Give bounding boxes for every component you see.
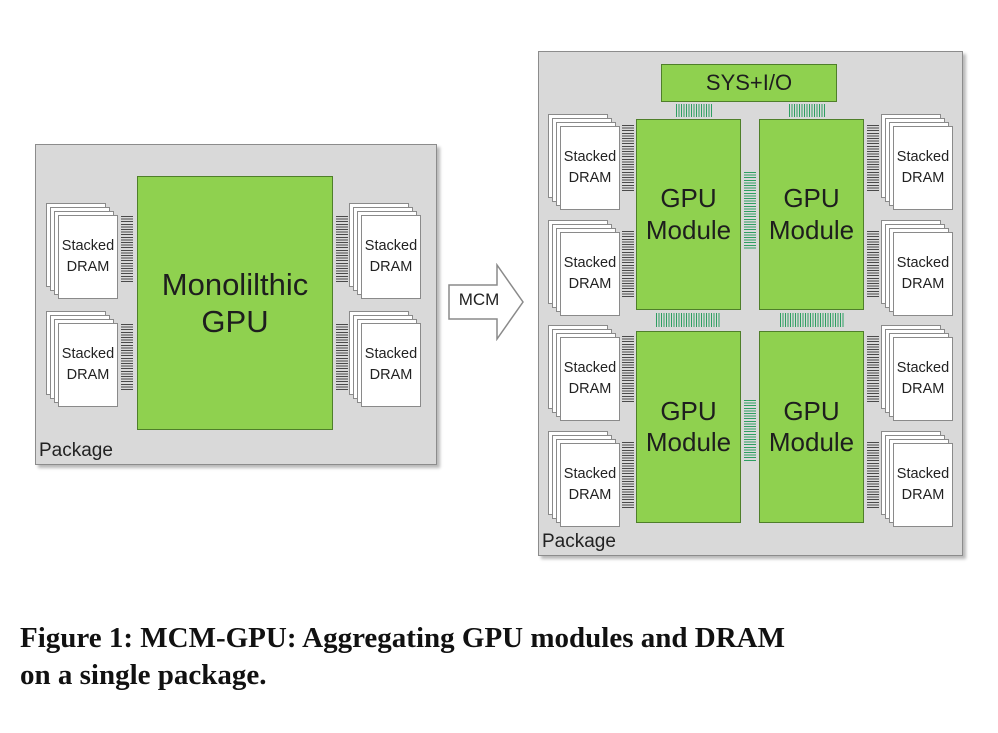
- dram-label: DRAM: [66, 367, 110, 383]
- dram-label: DRAM: [901, 381, 945, 397]
- dram-interface-pins: [622, 231, 634, 297]
- gpu-module: GPU Module: [759, 331, 864, 523]
- sys-io-label: SYS+I/O: [705, 69, 793, 95]
- monolithic-gpu: Monolilthic GPU: [137, 176, 333, 430]
- dram-label: DRAM: [568, 487, 612, 503]
- sys-io-link: [676, 104, 712, 117]
- sys-io-link: [789, 104, 825, 117]
- dram-label: Stacked: [896, 148, 950, 165]
- gpu-module-label: GPU: [783, 183, 840, 214]
- dram-interface-pins: [336, 216, 348, 282]
- dram-label: Stacked: [563, 359, 617, 376]
- dram-label: Stacked: [896, 359, 950, 376]
- dram-label: DRAM: [568, 276, 612, 292]
- monolithic-gpu-label-line1: Monolilthic: [161, 266, 309, 302]
- dram-label: DRAM: [568, 170, 612, 186]
- figure-caption-line2: on a single package.: [20, 659, 267, 692]
- dram-label: DRAM: [901, 170, 945, 186]
- dram-label: DRAM: [901, 487, 945, 503]
- dram-label: Stacked: [364, 345, 418, 362]
- dram-label: Stacked: [563, 254, 617, 271]
- gpu-module-label: GPU: [660, 395, 717, 426]
- dram-interface-pins: [121, 324, 133, 390]
- mcm-arrow-label: MCM: [458, 290, 500, 309]
- gpu-module-label: Module: [645, 427, 732, 457]
- dram-label: Stacked: [896, 254, 950, 271]
- dram-interface-pins: [867, 125, 879, 191]
- dram-label: DRAM: [369, 367, 413, 383]
- dram-interface-pins: [622, 336, 634, 402]
- dram-label: DRAM: [901, 276, 945, 292]
- gpu-module-label: GPU: [783, 395, 840, 426]
- gpu-module: GPU Module: [636, 331, 741, 523]
- dram-interface-pins: [121, 216, 133, 282]
- right-package-label: Package: [542, 531, 616, 552]
- gpu-module: GPU Module: [636, 119, 741, 310]
- module-link-vertical: [744, 400, 756, 462]
- mcm-arrow: [448, 263, 524, 341]
- dram-interface-pins: [867, 336, 879, 402]
- dram-interface-pins: [867, 442, 879, 508]
- gpu-module: GPU Module: [759, 119, 864, 310]
- dram-label: Stacked: [563, 465, 617, 482]
- dram-interface-pins: [336, 324, 348, 390]
- figure-caption: Figure 1: MCM-GPU: Aggregating GPU modul…: [20, 620, 985, 694]
- module-link-horizontal: [656, 313, 720, 327]
- monolithic-gpu-label-line2: GPU: [201, 304, 269, 339]
- sys-io-block: SYS+I/O: [661, 64, 837, 102]
- gpu-module-label: Module: [768, 427, 855, 457]
- dram-label: Stacked: [61, 345, 115, 362]
- dram-label: Stacked: [61, 237, 115, 254]
- figure-caption-line1: Figure 1: MCM-GPU: Aggregating GPU modul…: [20, 622, 785, 654]
- gpu-module-label: GPU: [660, 183, 717, 214]
- dram-interface-pins: [622, 125, 634, 191]
- gpu-module-label: Module: [768, 214, 855, 245]
- dram-label: DRAM: [66, 259, 110, 275]
- dram-label: Stacked: [896, 465, 950, 482]
- module-link-horizontal: [780, 313, 844, 327]
- dram-label: DRAM: [568, 381, 612, 397]
- module-link-vertical: [744, 172, 756, 250]
- dram-label: DRAM: [369, 259, 413, 275]
- dram-interface-pins: [622, 442, 634, 508]
- gpu-module-label: Module: [645, 214, 732, 245]
- left-package-label: Package: [39, 440, 113, 461]
- dram-label: Stacked: [563, 148, 617, 165]
- dram-interface-pins: [867, 231, 879, 297]
- dram-label: Stacked: [364, 237, 418, 254]
